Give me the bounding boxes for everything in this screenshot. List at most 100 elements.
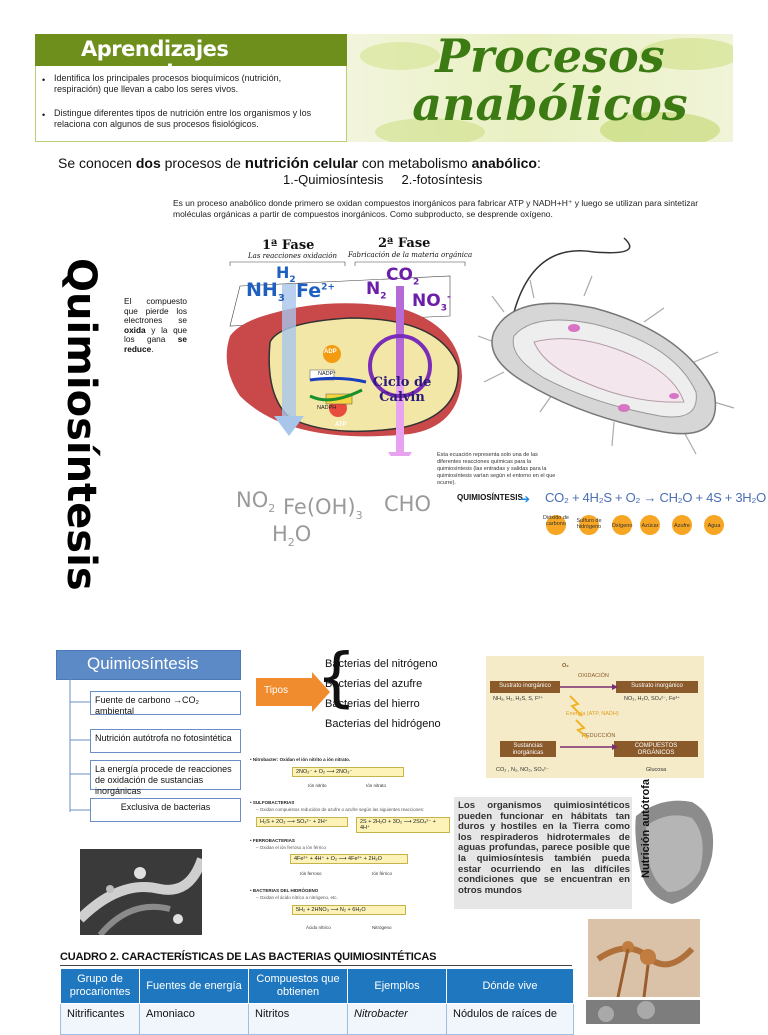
- phase-1-title: 1ª Fase: [262, 238, 315, 253]
- intro-text-2: procesos de: [160, 155, 245, 171]
- reaction-1-equation: 2NO₂⁻ + O₂ ⟶ 2NO₃⁻: [292, 767, 404, 777]
- output-feoh3: Fe(OH)3: [283, 495, 363, 523]
- concept-box-nutrition: Nutrición autótrofa no fotosintética: [90, 729, 241, 753]
- concept-box-bacteria: Exclusiva de bacterias: [90, 798, 241, 822]
- note-text-3: .: [151, 343, 154, 354]
- intro-nutricion: nutrición: [244, 155, 309, 172]
- chemosynthesis-equation: CO₂ + 4H₂S + O₂ → CH₂O + 4S + 3H₂O: [545, 490, 766, 505]
- equation-label: QUIMIOSÍNTESIS: [457, 493, 523, 502]
- concept-map-root-label: Quimiosíntesis: [87, 654, 199, 673]
- type-sulfur: Bacterias del azufre: [325, 678, 423, 690]
- types-label: Tipos: [264, 685, 289, 696]
- type-hydrogen: Bacterias del hidrógeno: [325, 718, 441, 730]
- output-no2: NO2: [236, 488, 276, 516]
- nadph-label: NADPH: [317, 405, 337, 411]
- reaction-4-equation: 5H₂ + 2HNO₃ ⟶ N₂ + 6H₂O: [292, 905, 406, 915]
- title-line-1: Procesos: [435, 29, 665, 83]
- energy-label: Energía (ATP, NADH): [566, 711, 619, 717]
- nadp-label: NADP⁺: [318, 371, 337, 377]
- bullet-1: •: [42, 75, 46, 85]
- intro-anabolico: anabólico: [471, 155, 537, 171]
- input-fe: Fe2+: [296, 280, 335, 302]
- process-list: 1.-Quimiosíntesis 2.-fotosíntesis: [283, 172, 483, 187]
- substrate-out-box: Sustrato inorgánico: [616, 681, 698, 693]
- reaction-2-subtitle: – Oxidan compuestos reducidos de azufre …: [256, 807, 425, 812]
- cell-habitat: Nódulos de raíces de: [446, 1003, 574, 1035]
- objective-1: Identifica los principales procesos bioq…: [54, 73, 282, 94]
- note-text-1: El compuesto que pierde los electrones s…: [124, 296, 187, 326]
- oxidation-label: OXIDACIÓN: [578, 673, 609, 679]
- objective-2: Distingue diferentes tipos de nutrición …: [54, 108, 312, 129]
- reaction-3-subtitle: – Oxidan el ión ferroso a ión férrico: [256, 845, 327, 850]
- input-nh3: NH3: [246, 279, 285, 304]
- col-header-examples: Ejemplos: [347, 968, 447, 1004]
- product-dot-3: [704, 515, 724, 535]
- reactant-dot-3: [612, 515, 632, 535]
- title-line-2: anabólicos: [412, 77, 688, 131]
- col-header-habitat: Dónde vive: [446, 968, 574, 1004]
- concept-map-connectors: [69, 678, 90, 812]
- cell-group: Nitrificantes: [60, 1003, 140, 1035]
- note-text-2: y la que los gana: [124, 324, 187, 345]
- intro-text: Se conocen: [58, 155, 136, 171]
- cell-energy: Amoniaco: [139, 1003, 249, 1035]
- page-title: Procesos anabólicos: [400, 32, 700, 128]
- reaction-3-equation: 4Fe²⁺ + 4H⁺ + O₂ ⟶ 4Fe³⁺ + 2H₂O: [290, 854, 408, 864]
- table-title: CUADRO 2. CARACTERÍSTICAS DE LAS BACTERI…: [60, 951, 572, 966]
- intro-colon: :: [536, 155, 541, 171]
- habitat-paragraph: Los organismos quimiosintéticos pueden f…: [458, 800, 630, 896]
- bacteria-micrograph: [80, 849, 202, 935]
- output-substrates: NO₃, H₂O, SO₄²⁻, Fe³⁺: [624, 696, 681, 702]
- chemosynthesis-diagram: [226, 261, 466, 456]
- reaction-4-heading: • BACTERIAS DEL HIDRÓGENO: [250, 888, 319, 893]
- col-header-compounds: Compuestos que obtienen: [248, 968, 348, 1004]
- input-h2: H2: [276, 263, 296, 286]
- table-row: Nitrificantes Amoniaco Nitritos Nitrobac…: [60, 1003, 574, 1035]
- reaction-1-label-2: Ión nitrato: [366, 783, 387, 788]
- input-n2: N2: [366, 279, 387, 302]
- reaction-4-label-2: Nitrógeno: [372, 925, 392, 930]
- output-h2o: H2O: [272, 522, 312, 550]
- reactant-dot-2: [579, 515, 599, 535]
- intro-dos: dos: [135, 155, 161, 171]
- type-iron: Bacterias del hierro: [325, 698, 420, 710]
- reaction-3-label-1: Ión ferroso: [300, 871, 322, 876]
- concept-map-root: Quimiosíntesis: [56, 650, 241, 680]
- paragraph-background: [454, 797, 632, 909]
- calvin-cycle-label: Ciclo de Calvin: [372, 375, 432, 405]
- substrate-in-box: Sustrato inorgánico: [490, 681, 560, 693]
- intro-line: Se conocen dos procesos de nutrición cel…: [58, 155, 541, 172]
- concept-box-carbon: Fuente de carbono →CO₂ ambiental: [90, 691, 241, 716]
- note-bold-2: se reduce: [124, 334, 187, 354]
- reaction-2-heading: • SULFOBACTERIAS: [250, 800, 295, 805]
- rotated-label: Nutrición autótrofa: [640, 779, 652, 878]
- vertical-title: Quimiosíntesis: [58, 258, 110, 591]
- intro-text-3: con metabolismo: [358, 155, 472, 171]
- reactant-label-1: Dióxido de carbono: [543, 515, 569, 527]
- reaction-2-equation-a: H₂S + 2O₂ ⟶ SO₄²⁻ + 2H⁺: [256, 817, 348, 827]
- cell-compounds: Nitritos: [248, 1003, 348, 1035]
- table-header-row: Grupo de procariontes Fuentes de energía…: [60, 968, 574, 1004]
- chemosynthesis-definition: Es un proceso anabólico donde primero se…: [173, 198, 699, 219]
- reaction-4-subtitle: – Oxidan el ácido nítrico a nitrógeno, e…: [256, 895, 338, 900]
- product-label-2: Azufre: [674, 523, 690, 529]
- col-header-group: Grupo de procariontes: [60, 968, 140, 1004]
- cell-example: Nitrobacter: [347, 1003, 447, 1035]
- bullet-2: •: [42, 110, 46, 120]
- bacterium-illustration: [477, 237, 735, 455]
- phase-1-subtitle: Las reacciones oxidación: [248, 252, 338, 260]
- reaction-1-label-1: Ión nitrito: [308, 783, 327, 788]
- product-label-3: Agua: [707, 523, 721, 529]
- phase-2-title: 2ª Fase: [378, 236, 431, 251]
- reactant-label-2: Sulfuro de hidrógeno: [576, 518, 602, 530]
- objectives-heading-bar: Aprendizajes esperados: [35, 34, 347, 85]
- substances-box: Sustancias inorgánicas: [500, 741, 556, 757]
- types-box: Tipos: [256, 678, 312, 706]
- note-bold-1: oxida: [124, 324, 146, 335]
- reduction-label: REDUCCIÓN: [582, 733, 616, 739]
- leaf-decoration: [360, 38, 733, 142]
- product-dot-2: [672, 515, 692, 535]
- col-header-energy: Fuentes de energía: [139, 968, 249, 1004]
- root-nodules-photo: [588, 919, 700, 997]
- input-substrates: NH₃, H₂, H₂S, S, F²⁺: [493, 696, 544, 702]
